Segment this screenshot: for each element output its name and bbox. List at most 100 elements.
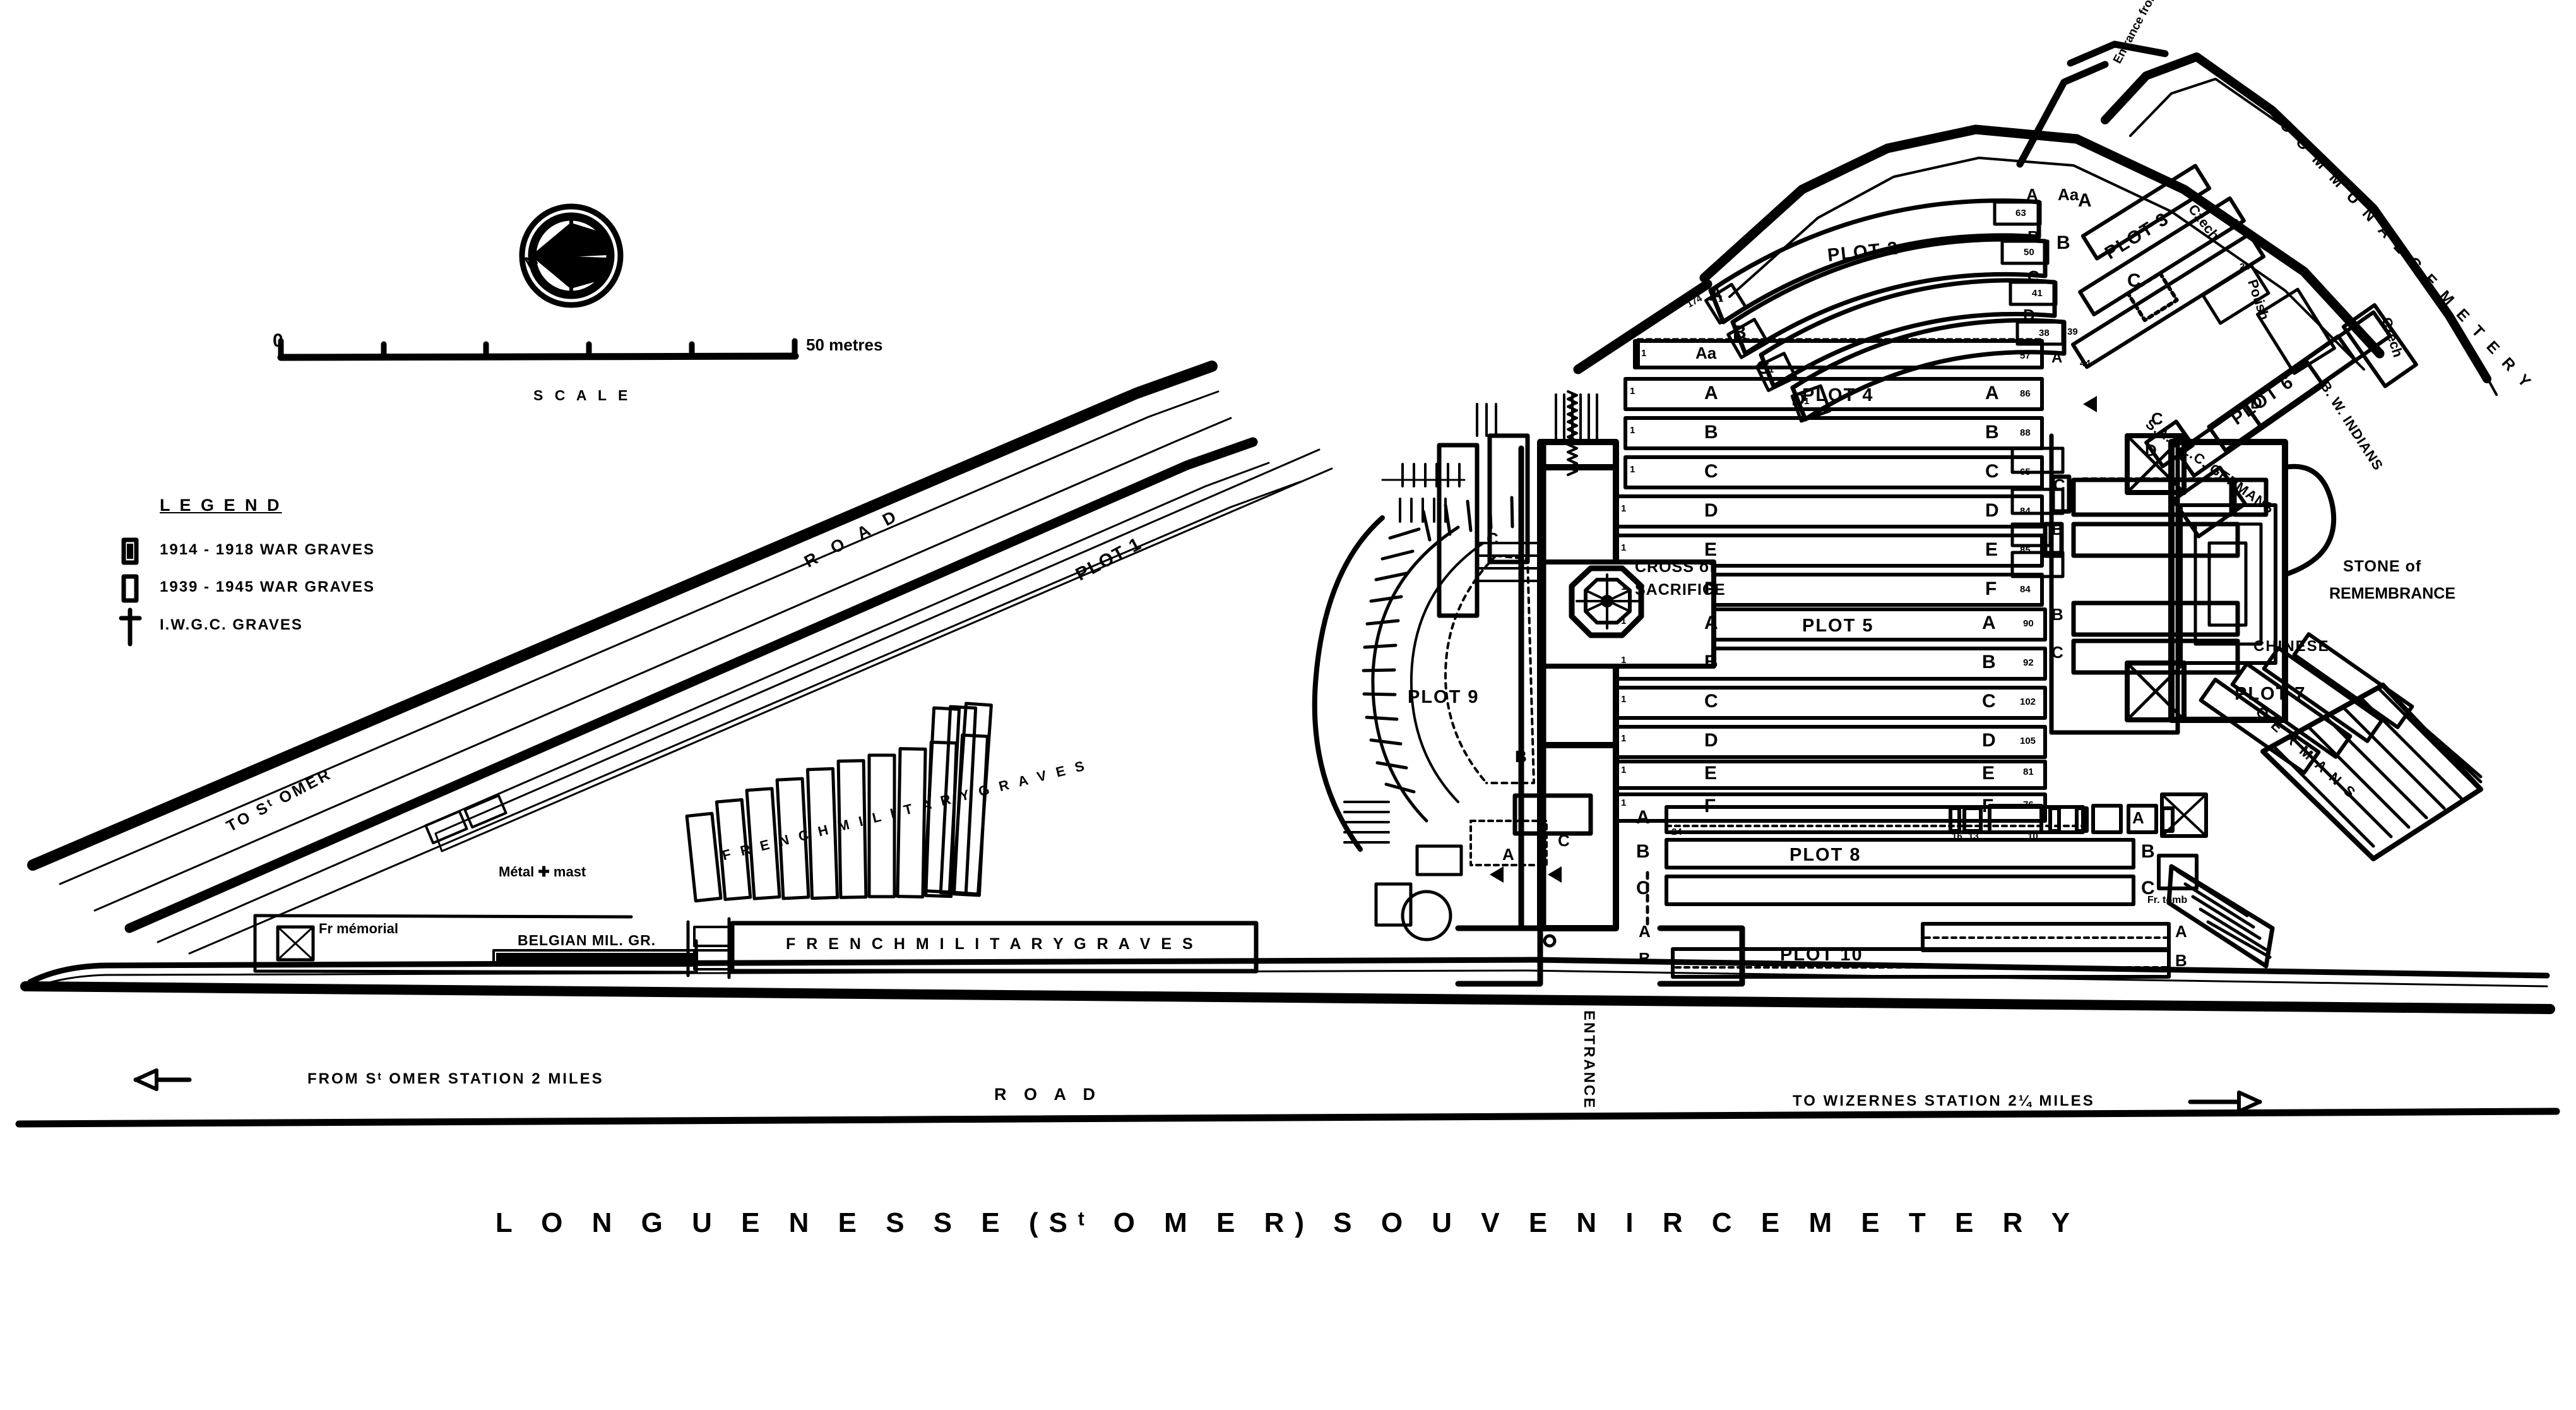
scale-max-label: 50 metres	[806, 335, 883, 354]
plot5-row-f-end: 76	[2023, 799, 2034, 810]
plot4-row-c-start: 1	[1630, 464, 1635, 475]
plot6-row-c-letter: C	[2151, 409, 2163, 428]
remembrance-row-b-letter-bot: B	[2051, 605, 2063, 624]
plot4-row-b-letter-right: B	[1985, 422, 1999, 443]
germans-hatch	[2260, 683, 2483, 861]
plot4-row-f-end: 84	[2020, 584, 2031, 595]
central-paths	[1537, 439, 1619, 931]
belgian-military-graves-label: BELGIAN MIL. GR.	[518, 932, 656, 948]
plot5-row-d-letter: D	[1704, 730, 1718, 751]
plot2-row-a-end: 63	[2015, 208, 2026, 218]
plot4-row-b-letter: B	[1704, 422, 1718, 443]
plot10-rows	[1671, 922, 2171, 979]
cemetery-boundary	[1573, 124, 2385, 374]
entrance-from-communal	[2016, 40, 2169, 168]
germans-lower-hatch	[2166, 864, 2275, 969]
plot2-row-d-end: 38	[2039, 328, 2050, 338]
plot5-row-a-letter: A	[1704, 612, 1718, 633]
lower-road	[15, 957, 2560, 1128]
plot5-row-e-start: 1	[1621, 765, 1627, 775]
plot3-side-letter-a: A	[2026, 185, 2038, 204]
grave-marker-1914-icon	[121, 537, 139, 565]
plot5-label: PLOT 5	[1802, 616, 1874, 636]
polish-box	[2201, 263, 2270, 325]
legend-heading: L E G E N D	[160, 496, 282, 515]
precinct-inner-structures	[1374, 433, 1593, 927]
plot10-label: PLOT 10	[1780, 945, 1863, 965]
plot8-row-a-start: 24	[1671, 827, 1682, 837]
compass-rose-icon	[519, 203, 624, 308]
plot9-enclosure	[1312, 515, 1535, 852]
plot2-row-c-letter: C	[1756, 357, 1770, 378]
plot5-row-e-letter: E	[1704, 763, 1718, 784]
chinese-label: CHINESE	[2253, 638, 2330, 655]
plot6-rows	[2144, 303, 2418, 539]
plot8-marker-13: 13	[1968, 831, 1979, 842]
page-title: L O N G U E N E S S E (Sᵗ O M E R) S O U…	[495, 1207, 2081, 1238]
plot5-row-f-start: 1	[1621, 798, 1627, 808]
plot2-rows	[1708, 198, 2067, 422]
plot2-row-c-end: 41	[2032, 288, 2043, 299]
plot3-row-c-letter: C	[2127, 270, 2141, 291]
plot2-row-c-start: 1	[1769, 364, 1774, 375]
french-tomb-label: Fr. tomb	[2147, 895, 2188, 905]
plot8-row-b-letter: B	[1636, 841, 1650, 862]
plot3-side-letter-d: D	[2023, 306, 2035, 325]
remembrance-side-rows	[2043, 433, 2269, 735]
plot4-row-d-letter: D	[1704, 500, 1718, 521]
plot7-label: PLOT 7	[2235, 684, 2306, 704]
hedge-marks	[1343, 463, 1466, 844]
plot4-row-e-letter: E	[1704, 539, 1718, 560]
legend-label-1914: 1914 - 1918 WAR GRAVES	[160, 541, 376, 558]
plot3-loose-letter-a: A	[2051, 349, 2063, 366]
legend-label-1939: 1939 - 1945 WAR GRAVES	[160, 578, 376, 595]
plot5-row-b-end: 92	[2023, 657, 2034, 668]
legend-symbols	[119, 537, 142, 647]
plot5-row-c-end: 102	[2020, 696, 2036, 707]
circle-marker	[1401, 890, 1452, 941]
plot5-row-c-start: 1	[1621, 694, 1627, 705]
plot4-row-f-letter-right: F	[1985, 578, 1997, 599]
plot5-row-d-letter-right: D	[1982, 730, 1996, 751]
plot10-row-a-letter: A	[1639, 922, 1651, 941]
plot4-row-d-end: 84	[2020, 506, 2031, 517]
plot4-row-a-letter-right: A	[1985, 383, 1999, 403]
stone-of-remembrance-line1: STONE of	[2343, 558, 2422, 575]
plot5-row-d-start: 1	[1621, 733, 1627, 744]
plot2-row-b-end: 50	[2024, 247, 2034, 258]
stone-of-remembrance-line2: REMEMBRANCE	[2329, 585, 2455, 602]
plot9-label: PLOT 9	[1408, 687, 1480, 707]
plot2-end-markers	[1704, 200, 2065, 423]
plot4-row-b-end: 88	[2020, 427, 2031, 438]
plot5-row-c-letter: C	[1704, 691, 1718, 712]
remembrance-row-c-letter-top: C	[2053, 475, 2065, 494]
plot2-row-a-letter: A	[1709, 284, 1723, 305]
arrow-right-to-station	[2188, 1090, 2262, 1113]
road-label-lower: R O A D	[994, 1085, 1101, 1104]
plot7-rows	[2199, 632, 2414, 775]
plot4-row-aa-end: 57	[2020, 350, 2031, 361]
plot8-row-c-letter: C	[1636, 878, 1650, 899]
plot5-row-e-end: 81	[2023, 767, 2034, 777]
plot8-row-c-letter-right: C	[2141, 878, 2155, 899]
french-memorial-label: Fr mémorial	[319, 921, 398, 936]
plot4-row-f-start: 1	[1621, 582, 1627, 592]
plot10-row-a-letter-right: A	[2175, 922, 2187, 941]
scale-zero-label: 0	[273, 330, 283, 351]
metal-mast-label: Métal ✚ mast	[499, 864, 586, 880]
remembrance-row-b-letter-top: B	[2051, 520, 2063, 539]
plot4-row-a-end: 86	[2020, 388, 2031, 399]
plot3-row-a-letter: A	[2078, 190, 2092, 211]
plot3-row-b-letter: B	[2057, 232, 2070, 253]
plot3-row-b-end: 26	[2240, 261, 2250, 272]
plot4-row-c-end: 65	[2020, 467, 2031, 477]
plot8-marker-16: 16	[1952, 831, 1962, 842]
plot4-label: PLOT 4	[1802, 385, 1874, 405]
plot4-row-a-letter: A	[1704, 383, 1718, 403]
plot4-row-b-start: 1	[1630, 425, 1635, 436]
scale-bar	[277, 338, 799, 361]
belgian-military-graves-strip	[492, 917, 732, 979]
plot9-row-b-letter: B	[1515, 747, 1527, 766]
plot4-row-d-start: 1	[1621, 503, 1627, 514]
plot2-row-b-start: 1	[1741, 330, 1747, 341]
